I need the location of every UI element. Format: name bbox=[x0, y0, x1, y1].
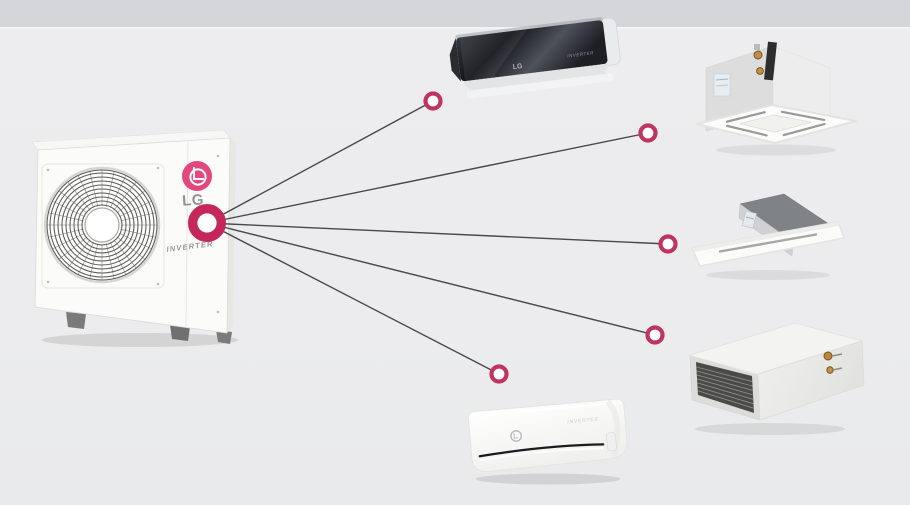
panel-screws bbox=[46, 154, 220, 314]
mirror-unit-lower-lip bbox=[466, 73, 614, 99]
duct-grille-ribs bbox=[696, 366, 754, 409]
hub-hotspot[interactable] bbox=[187, 203, 226, 242]
ceiling-duct-unit bbox=[670, 312, 870, 440]
cassette4-pipes bbox=[753, 41, 777, 81]
wall-unit-outlet-slot bbox=[478, 443, 605, 458]
outdoor-unit-feet bbox=[66, 312, 232, 344]
mirror-unit-inverter-label: INVERTER bbox=[567, 50, 594, 58]
connection-node-cassette-4way-unit[interactable] bbox=[638, 123, 658, 143]
cassette-1way-unit bbox=[688, 190, 858, 290]
cassette1-panel-bevel bbox=[692, 222, 839, 252]
cassette1-slot-vent bbox=[718, 233, 818, 253]
duct-edge-highlight bbox=[689, 354, 759, 375]
connection-node-wall-standard-unit[interactable] bbox=[489, 364, 509, 384]
connection-node-ceiling-duct-unit[interactable] bbox=[645, 325, 665, 345]
wall-unit-display-panel bbox=[606, 432, 617, 452]
wall-standard-graphic: INVERTER bbox=[467, 398, 628, 485]
cassette4-center-grille bbox=[739, 114, 812, 133]
mirror-unit-gloss bbox=[459, 29, 528, 82]
connection-node-art-cool-mirror-unit[interactable] bbox=[423, 91, 443, 111]
connection-line bbox=[206, 100, 434, 224]
art-cool-mirror-graphic: LG INVERTER bbox=[449, 17, 621, 99]
mirror-unit-left-cap bbox=[449, 37, 462, 82]
wall-unit-lg-emblem-icon bbox=[510, 430, 523, 442]
ceiling-duct-graphic bbox=[688, 322, 865, 435]
fan-panel-seam bbox=[41, 163, 165, 289]
cassette-1way-graphic bbox=[691, 193, 845, 280]
connection-line bbox=[206, 132, 649, 224]
art-cool-mirror-unit: LG INVERTER bbox=[446, 2, 631, 107]
wall-unit-inverter-label: INVERTER bbox=[567, 417, 599, 426]
wall-unit-top-highlight bbox=[471, 401, 621, 417]
outdoor-unit-shadow bbox=[42, 333, 238, 347]
connection-line bbox=[206, 222, 656, 336]
mirror-unit-front-panel bbox=[456, 20, 608, 82]
mirror-unit-brand-label: LG bbox=[512, 63, 523, 71]
connection-node-cassette-1way-unit[interactable] bbox=[658, 234, 678, 254]
wall-standard-unit: INVERTER bbox=[460, 383, 640, 488]
cassette4-shadow bbox=[716, 144, 836, 156]
fan-grille-spokes bbox=[47, 170, 157, 280]
lg-logo-icon bbox=[182, 161, 212, 191]
background-wall-strip bbox=[0, 0, 910, 29]
wall-unit-body bbox=[467, 398, 628, 473]
outdoor-unit: LG INVERTER bbox=[28, 126, 258, 351]
connection-line bbox=[206, 222, 500, 375]
cassette-4way-unit bbox=[688, 34, 863, 159]
fan-grille bbox=[43, 166, 161, 284]
duct-pipe-connections bbox=[823, 351, 843, 374]
connection-line bbox=[206, 222, 669, 245]
mirror-unit-outlet-vane bbox=[463, 63, 608, 92]
outdoor-unit-graphic: LG INVERTER bbox=[31, 129, 238, 347]
outdoor-brand-label: LG bbox=[182, 191, 205, 209]
cassette4-slot-vents bbox=[725, 110, 826, 137]
cassette1-shadow bbox=[706, 270, 830, 280]
cassette4-label-sticker bbox=[713, 73, 731, 97]
duct-shadow bbox=[695, 423, 845, 435]
fan-hub-cap bbox=[84, 207, 120, 243]
wall-unit-outlet-lip bbox=[479, 447, 604, 462]
cassette-4way-graphic bbox=[696, 41, 857, 156]
wall-unit-shadow bbox=[476, 473, 620, 485]
cassette1-label-sticker bbox=[741, 210, 757, 229]
